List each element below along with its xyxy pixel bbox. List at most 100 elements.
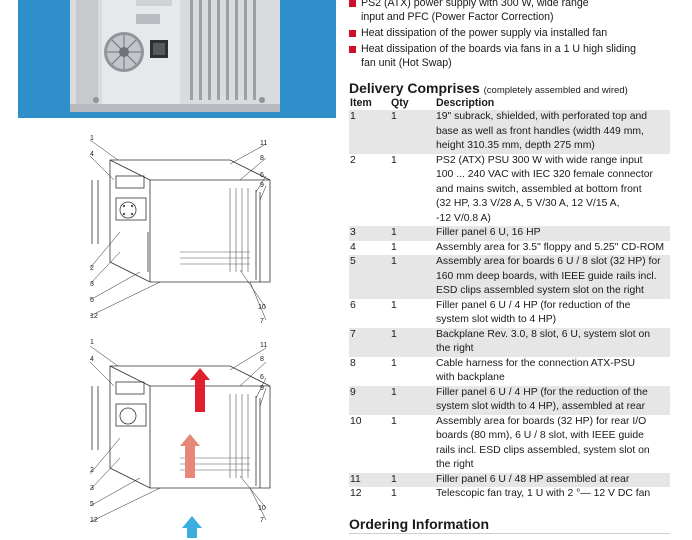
- callout-right-9: 9: [260, 385, 264, 392]
- callout-right-7: 7: [260, 517, 264, 524]
- description-line: base as well as front handles (width 449…: [436, 125, 644, 137]
- description-line: Filler panel 6 U / 4 HP (for reduction o…: [436, 299, 631, 311]
- header-item: Item: [350, 97, 372, 109]
- description-line: Cable harness for the connection ATX-PSU: [436, 357, 636, 369]
- row-quantity: 1: [391, 488, 397, 499]
- row-item-number: 8: [350, 357, 356, 369]
- row-description: Backplane Rev. 3.0, 8 slot, 6 U, system …: [436, 328, 670, 357]
- row-quantity: 1: [391, 256, 397, 267]
- table-row: 3 1 Filler panel 6 U, 16 HP: [349, 226, 670, 241]
- table-row: 9 1 Filler panel 6 U / 4 HP (for the reduc…: [349, 385, 670, 415]
- row-description: 19" subrack, shielded, with perforated t…: [436, 110, 670, 154]
- product-photo: [18, 0, 336, 118]
- delivery-title: Delivery Comprises: [349, 80, 480, 96]
- row-item-number: 6: [350, 299, 356, 311]
- row-quantity: 1: [391, 328, 397, 340]
- feature-item: Heat dissipation of the power supply via…: [349, 26, 684, 40]
- callout-right-10: 10: [258, 505, 266, 512]
- callout-right-6: 6: [260, 374, 264, 381]
- description-line: Assembly area for 3.5" floppy and 5.25" …: [436, 241, 664, 253]
- callout-right-11: 11: [260, 342, 268, 349]
- row-item-number: 9: [350, 386, 356, 398]
- row-quantity: 1: [391, 241, 397, 253]
- row-description: Assembly area for boards (32 HP) for rea…: [436, 415, 670, 473]
- subrack-line-drawing: [89, 139, 271, 321]
- ordering-heading: Ordering Information: [349, 516, 489, 532]
- header-description: Description: [436, 97, 495, 109]
- description-line: system slot width to 4 HP): [436, 314, 557, 325]
- callout-right-10: 10: [258, 304, 266, 311]
- description-line: Assembly area for boards (32 HP) for rea…: [436, 415, 647, 427]
- callout-left-2: 2: [90, 467, 94, 474]
- row-quantity: 1: [391, 111, 397, 122]
- delivery-table: Item Qty Description 1 1 19" subrack, shie…: [349, 97, 670, 502]
- row-quantity: 1: [391, 227, 397, 238]
- callout-right-11: 11: [260, 140, 268, 147]
- description-line: Filler panel 6 U / 4 HP (for the reducti…: [436, 386, 648, 398]
- feature-line: input and PFC (Power Factor Correction): [361, 11, 554, 23]
- callout-left-1: 1: [90, 339, 94, 346]
- table-row: 6 1 Filler panel 6 U / 4 HP (for reduction…: [349, 299, 670, 328]
- description-line: -12 V/0.8 A): [436, 212, 491, 224]
- row-description: Cable harness for the connection ATX-PSU…: [436, 357, 670, 386]
- callout-left-2: 2: [90, 265, 94, 272]
- description-line: system slot width to 4 HP), assembled at…: [436, 401, 646, 412]
- feature-line: fan unit (Hot Swap): [361, 57, 452, 69]
- description-line: height 310.35 mm, depth 275 mm): [436, 140, 595, 151]
- row-item-number: 3: [350, 227, 356, 238]
- feature-item: PS2 (ATX) power supply with 300 W, wide …: [349, 0, 684, 24]
- description-line: 100 ... 240 VAC with IEC 320 female conn…: [436, 169, 653, 180]
- description-line: Filler panel 6 U, 16 HP: [436, 227, 541, 238]
- description-line: with backplane: [436, 372, 505, 383]
- description-line: Backplane Rev. 3.0, 8 slot, 6 U, system …: [436, 328, 651, 340]
- row-description: Filler panel 6 U, 16 HP: [436, 226, 670, 241]
- row-item-number: 1: [350, 111, 356, 122]
- callout-left-5: 5: [90, 297, 94, 304]
- description-line: rails incl. ESD clips assembled, system …: [436, 444, 650, 456]
- row-quantity: 1: [391, 386, 397, 398]
- delivery-heading: Delivery Comprises (completely assembled…: [349, 80, 628, 96]
- description-line: Assembly area for boards 6 U / 8 slot (3…: [436, 256, 661, 267]
- row-quantity: 1: [391, 299, 397, 311]
- feature-line: Heat dissipation of the boards via fans …: [361, 43, 637, 55]
- row-description: Assembly area for boards 6 U / 8 slot (3…: [436, 255, 670, 299]
- row-item-number: 12: [350, 488, 362, 499]
- callout-right-6: 6: [260, 172, 264, 179]
- subrack-photo-illustration: [70, 0, 280, 112]
- callout-right-9: 9: [260, 182, 264, 189]
- bullet-square-icon: [349, 0, 356, 7]
- row-description: Assembly area for 3.5" floppy and 5.25" …: [436, 241, 670, 256]
- feature-item: Heat dissipation of the boards via fans …: [349, 42, 684, 70]
- description-line: 160 mm deep boards, with IEEE guide rail…: [436, 270, 657, 282]
- ordering-title: Ordering Information: [349, 516, 489, 532]
- callout-right-8: 8: [260, 356, 264, 363]
- row-description: Filler panel 6 U / 4 HP (for the reducti…: [436, 386, 670, 415]
- callout-left-12: 12: [90, 313, 98, 320]
- row-description: Filler panel 6 U / 48 HP assembled at re…: [436, 473, 670, 488]
- table-row: 4 1 Assembly area for 3.5" floppy and 5.25…: [349, 241, 670, 256]
- bullet-square-icon: [349, 30, 356, 37]
- table-body: 1 1 19" subrack, shielded, with perforated…: [349, 110, 670, 502]
- callout-left-3: 3: [90, 485, 94, 492]
- row-description: PS2 (ATX) PSU 300 W with wide range inpu…: [436, 154, 670, 227]
- header-qty: Qty: [391, 97, 409, 109]
- description-line: PS2 (ATX) PSU 300 W with wide range inpu…: [436, 154, 643, 166]
- callout-left-3: 3: [90, 281, 94, 288]
- description-line: and mains switch, assembled at bottom fr…: [436, 183, 642, 195]
- table-header-row: Item Qty Description: [349, 97, 670, 110]
- description-line: the right: [436, 343, 474, 354]
- row-description: Filler panel 6 U / 4 HP (for reduction o…: [436, 299, 670, 328]
- description-line: ESD clips assembled system slot on the r…: [436, 285, 644, 296]
- feature-list: PS2 (ATX) power supply with 300 W, wide …: [349, 0, 684, 70]
- row-item-number: 4: [350, 241, 356, 253]
- feature-line: PS2 (ATX) power supply with 300 W, wide …: [361, 0, 589, 9]
- row-quantity: 1: [391, 473, 397, 485]
- description-line: 19" subrack, shielded, with perforated t…: [436, 111, 648, 122]
- callout-right-7: 7: [260, 318, 264, 325]
